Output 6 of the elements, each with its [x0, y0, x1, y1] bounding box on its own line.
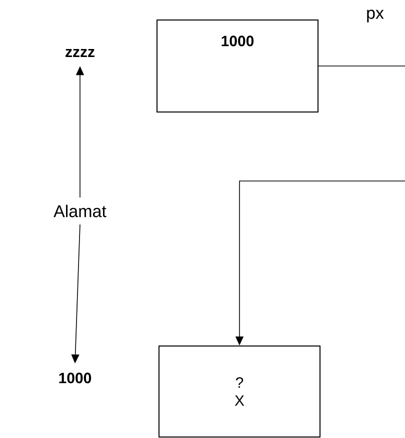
process-box: ? X — [158, 346, 320, 438]
bold-label: zzzz — [66, 49, 94, 57]
text-label: px — [367, 10, 384, 22]
bold-label: 1000 — [59, 372, 92, 384]
text-label: Alamat — [54, 204, 106, 218]
process-box: 1000 — [156, 20, 318, 112]
